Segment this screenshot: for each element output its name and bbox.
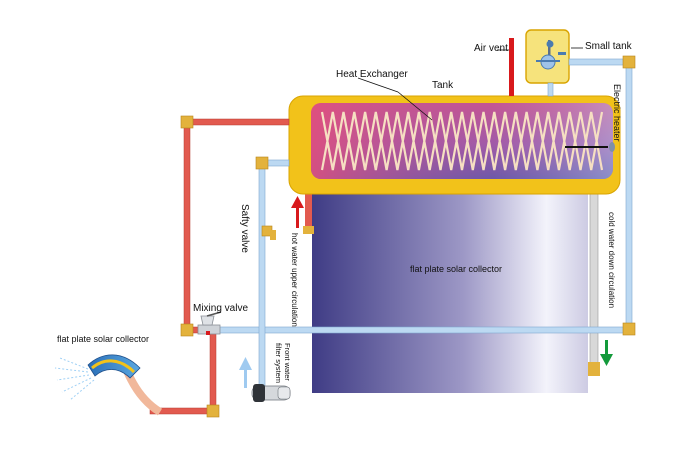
collector-center-label: flat plate solar collector	[410, 264, 503, 274]
air-vent-label: Air vent	[474, 43, 508, 54]
safety-valve-label: Safty valve	[239, 204, 250, 253]
electric-heater-label: Electric heater	[612, 84, 622, 142]
shower-collector-label: flat plate solar collector	[57, 334, 150, 344]
flat-plate-collector-panel	[312, 178, 588, 393]
front-water-filter-label-1: Front water	[283, 343, 292, 381]
pipe-fittings	[180, 55, 636, 418]
tank-label: Tank	[432, 80, 454, 91]
safety-valve-icon	[261, 225, 276, 240]
cold-water-down-circulation-label: cold water down circulation	[607, 212, 616, 309]
leader-lines	[357, 47, 583, 121]
inlet-up-arrow	[239, 357, 252, 388]
hot-upper-fitting	[303, 226, 314, 234]
shower-head-icon	[54, 354, 141, 401]
tank-inner-shade	[311, 103, 613, 179]
heater-coil-icon	[609, 142, 615, 152]
front-water-filter-label-2: filter system	[274, 343, 283, 384]
mixing-valve-icon	[197, 311, 222, 335]
heat-exchanger-coil	[320, 111, 604, 171]
cold-down-pipe-fitting	[588, 362, 600, 376]
cold-down-arrow	[600, 340, 613, 366]
hot-upper-arrow	[291, 196, 304, 228]
hot-upper-pipe	[305, 182, 312, 230]
water-filter-icon	[251, 384, 291, 402]
heat-exchanger-label: Heat Exchanger	[336, 69, 408, 80]
mixing-valve-label: Mixing valve	[193, 303, 249, 314]
air-vent-pipe-icon	[509, 38, 514, 96]
small-tank-label: Small tank	[585, 41, 632, 52]
small-tank-down-pipe	[547, 82, 554, 97]
hot-water-upper-circulation-label: hot water upper circulation	[290, 233, 299, 327]
small-tank-float-icon	[536, 40, 566, 70]
hot-pipe-network	[149, 118, 290, 415]
cold-down-pipe	[589, 179, 599, 371]
